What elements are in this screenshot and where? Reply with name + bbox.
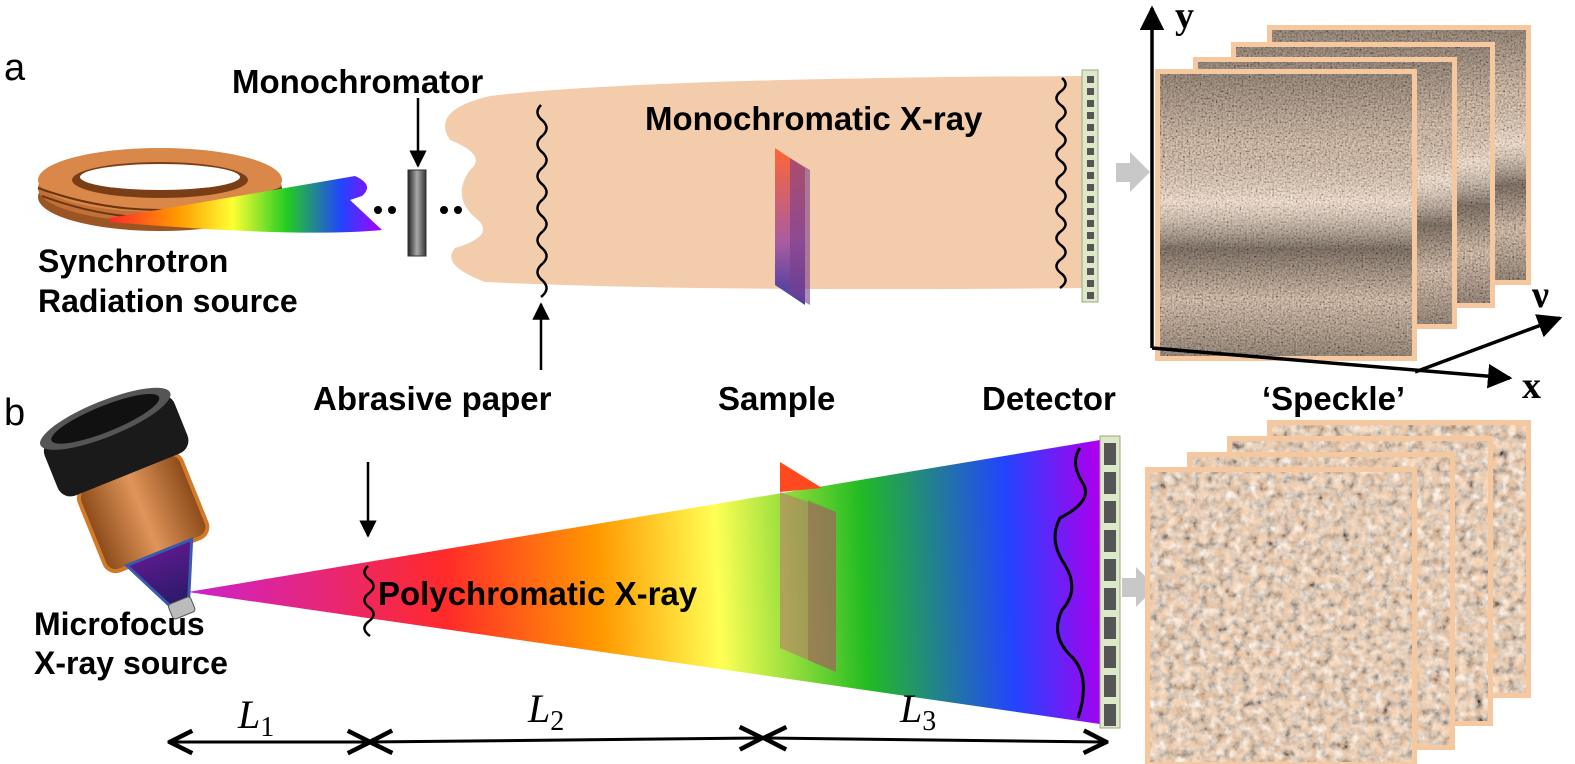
detector-pixel: [1104, 443, 1116, 465]
source-label-a-line2: Radiation source: [38, 283, 298, 319]
monochromatic-beam: [445, 76, 1088, 290]
v-axis: [1414, 314, 1563, 374]
panel-a-letter: a: [4, 47, 26, 89]
x-axis-label: x: [1522, 365, 1541, 407]
l2-subscript: 2: [550, 706, 564, 737]
l2-symbol: L: [527, 686, 550, 731]
l3-subscript: 3: [922, 706, 936, 737]
detector-pixel: [1087, 208, 1094, 215]
projection-arrow-b: [1122, 567, 1156, 607]
speckle-label: ‘Speckle’: [1262, 380, 1405, 417]
detector-pixel: [1087, 100, 1094, 107]
detector-pixel: [1087, 244, 1094, 251]
y-axis-label: y: [1175, 0, 1194, 37]
speckle-frame: [1145, 467, 1417, 764]
beam-label-a: Monochromatic X-ray: [645, 100, 983, 137]
l1-subscript: 1: [260, 712, 274, 743]
source-label-b-line2: X-ray source: [34, 645, 228, 681]
detector-pixel: [1087, 292, 1094, 299]
detector-pixel: [1087, 280, 1094, 287]
source-label-b-line1: Microfocus: [34, 606, 205, 642]
sample-label: Sample: [718, 380, 835, 417]
detector-pixel: [1087, 148, 1094, 155]
synchrotron-rainbow-fan: [110, 176, 382, 233]
detector-pixel: [1104, 588, 1116, 610]
detector-pixel: [1087, 220, 1094, 227]
detector-pixel: [1087, 256, 1094, 263]
detector-pixel: [1104, 617, 1116, 639]
detector-label: Detector: [982, 380, 1116, 417]
sample-a: [775, 148, 810, 305]
detector-pixel: [1087, 88, 1094, 95]
l1-symbol: L: [237, 692, 260, 737]
speckle-stack-a: [1155, 25, 1531, 361]
detector-b: [1099, 435, 1121, 729]
abrasive-paper-a: [536, 104, 548, 298]
abrasive-paper-label: Abrasive paper: [313, 380, 552, 417]
detector-a: [1081, 69, 1099, 303]
detector-pixel: [1087, 124, 1094, 131]
beam-dots-right: [440, 206, 462, 214]
detector-pixel: [1104, 704, 1116, 726]
abrasive-paper-b: [363, 565, 375, 638]
polychromatic-beam: [188, 440, 1100, 724]
detector-pixel: [1087, 136, 1094, 143]
detector-pixel: [1087, 112, 1094, 119]
source-label-a-line1: Synchrotron: [38, 243, 228, 279]
distance-arrow-l3: [766, 738, 1104, 742]
x-axis: [1151, 346, 1513, 389]
v-axis-label: ν: [1531, 274, 1549, 316]
detector-pixel: [1087, 172, 1094, 179]
detector-pixel: [1087, 196, 1094, 203]
detector-pixel: [1087, 160, 1094, 167]
sample-b: [780, 462, 836, 672]
distance-arrow-l2: [372, 738, 760, 742]
detector-pixel: [1104, 472, 1116, 494]
distorted-wavefront-a: [1055, 77, 1067, 290]
beam-dots-left: [374, 206, 396, 214]
detector-pixel: [1104, 646, 1116, 668]
distance-label-l3: L3: [899, 686, 936, 737]
distance-label-l1: L1: [237, 692, 274, 743]
detector-pixel: [1104, 530, 1116, 552]
distorted-wavefront-b: [1053, 447, 1087, 719]
monochromator-slit: [407, 169, 427, 257]
detector-pixel: [1104, 675, 1116, 697]
speckle-frame: [1155, 69, 1417, 361]
detector-pixel: [1087, 232, 1094, 239]
detector-pixel: [1087, 268, 1094, 275]
speckle-stack-b: [1145, 420, 1531, 764]
detector-pixel: [1104, 501, 1116, 523]
distance-label-l2: L2: [527, 686, 564, 737]
monochromator-label: Monochromator: [232, 63, 483, 100]
microfocus-tube-icon: [40, 387, 210, 620]
beam-label-b: Polychromatic X-ray: [378, 575, 698, 612]
detector-pixel: [1087, 184, 1094, 191]
projection-arrow-a: [1116, 152, 1150, 192]
panel-b-letter: b: [4, 392, 25, 434]
l3-symbol: L: [899, 686, 922, 731]
detector-pixel: [1087, 76, 1094, 83]
detector-pixel: [1104, 559, 1116, 581]
